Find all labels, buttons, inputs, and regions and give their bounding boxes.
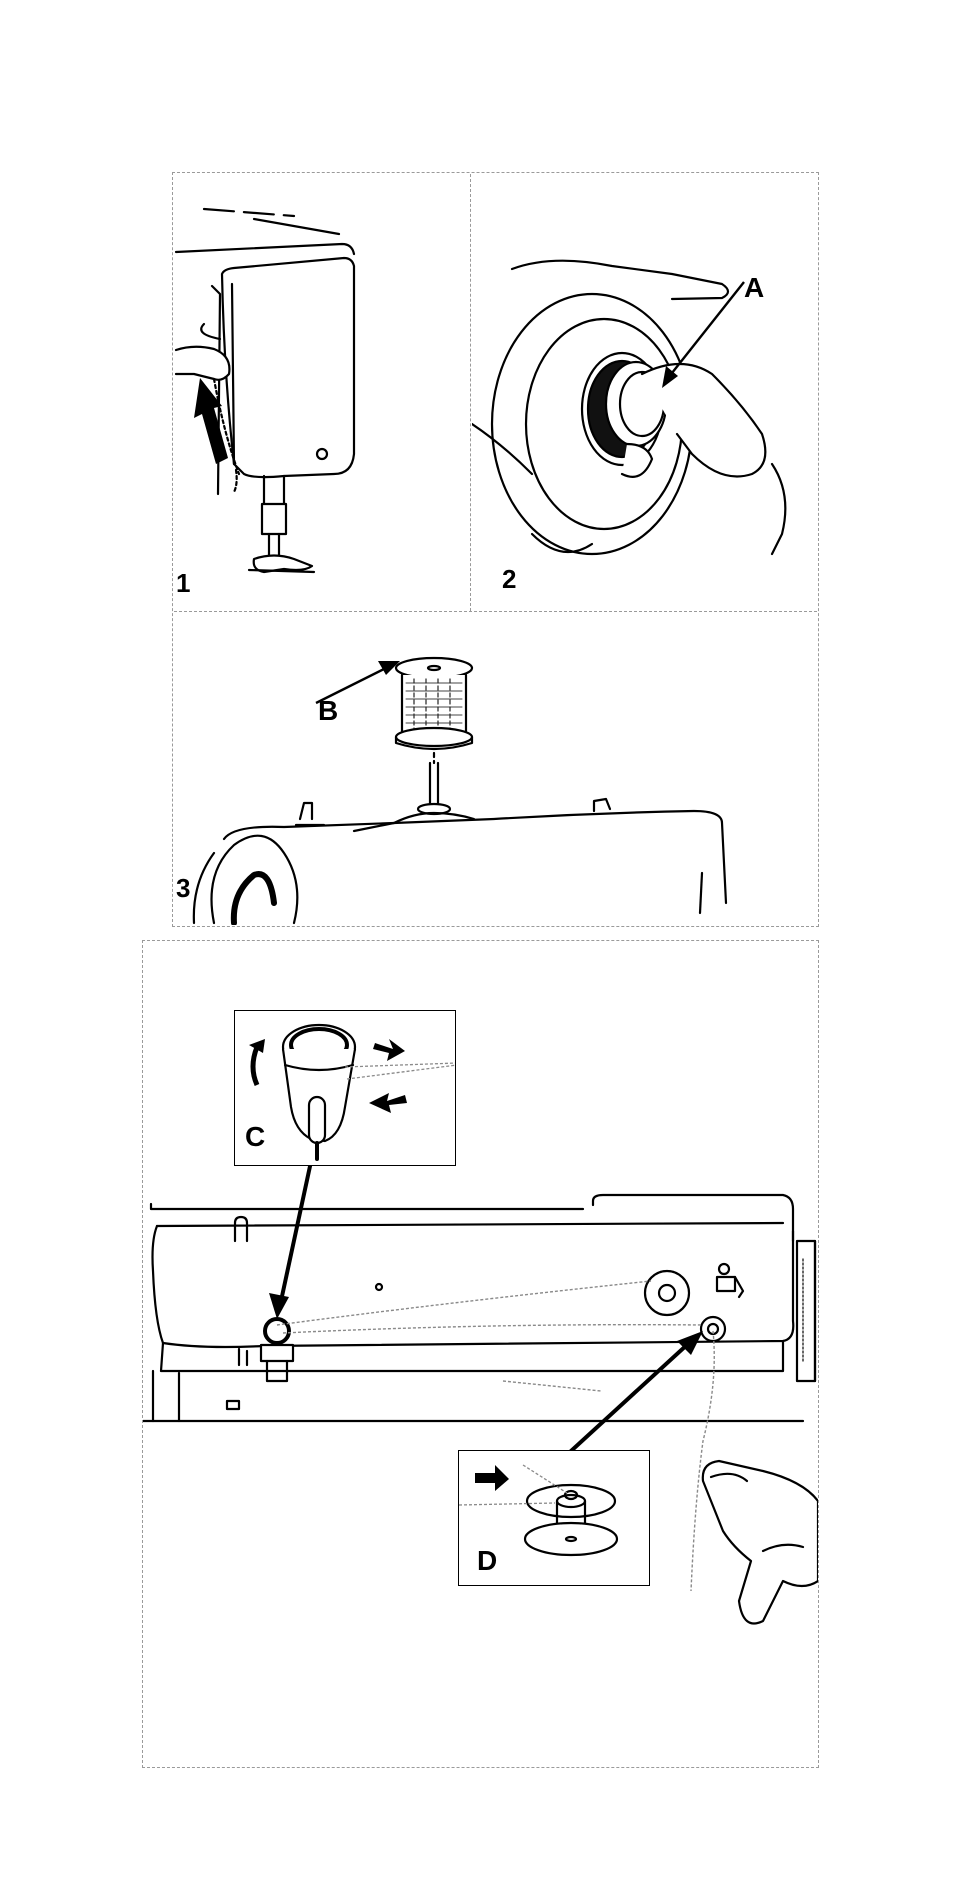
- callout-label-c: C: [245, 1123, 265, 1151]
- step-3-number: 3: [176, 875, 190, 901]
- step-1-number: 1: [176, 570, 190, 596]
- step-3-panel: B 3: [174, 613, 817, 925]
- step-1-illustration: [174, 174, 468, 610]
- step-1-panel: 1: [174, 174, 468, 610]
- thread-spool-icon: [396, 658, 472, 749]
- callout-label-b: B: [318, 697, 338, 725]
- inset-d: D: [458, 1450, 650, 1586]
- horizontal-divider: [174, 611, 817, 612]
- hand-icon: [703, 1461, 818, 1624]
- thread-guide-icon: [235, 1011, 456, 1166]
- callout-label-d: D: [477, 1547, 497, 1575]
- step-3-illustration: [174, 613, 817, 925]
- callout-arrow-c: [269, 1143, 315, 1319]
- step-2-number: 2: [502, 566, 516, 592]
- step-2-illustration: [472, 174, 817, 610]
- step-2-panel: A 2: [472, 174, 817, 610]
- vertical-divider: [470, 174, 471, 611]
- callout-label-a: A: [744, 274, 764, 302]
- inset-c: C: [234, 1010, 456, 1166]
